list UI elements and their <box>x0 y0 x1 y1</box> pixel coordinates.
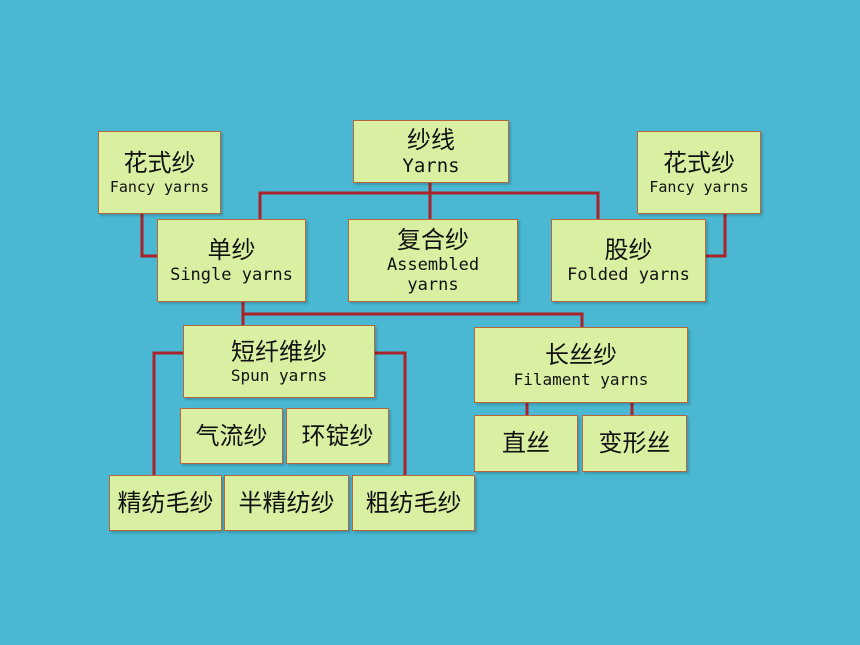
node-fancy-right: 花式纱 Fancy yarns <box>637 131 761 214</box>
node-ring-zh: 环锭纱 <box>301 421 374 450</box>
node-woolen: 粗纺毛纱 <box>352 475 475 531</box>
node-spun: 短纤维纱 Spun yarns <box>183 325 375 398</box>
node-fancy-right-en: Fancy yarns <box>649 177 749 196</box>
node-yarns-zh: 纱线 <box>407 125 455 154</box>
node-fancy-left: 花式纱 Fancy yarns <box>98 131 221 214</box>
node-filament: 长丝纱 Filament yarns <box>474 327 688 403</box>
node-fancy-left-en: Fancy yarns <box>109 177 210 196</box>
node-folded-en: Folded yarns <box>567 264 690 285</box>
node-textured-zh: 变形丝 <box>598 429 671 458</box>
node-semi-worsted: 半精纺纱 <box>224 475 349 531</box>
node-worsted: 精纺毛纱 <box>109 475 222 531</box>
connector-fancy-right <box>706 214 727 258</box>
node-folded-zh: 股纱 <box>604 235 653 264</box>
node-fancy-right-zh: 花式纱 <box>663 149 735 178</box>
node-ring: 环锭纱 <box>286 408 389 464</box>
node-yarns-en: Yarns <box>402 154 460 177</box>
node-yarns: 纱线 Yarns <box>353 120 509 183</box>
node-single-zh: 单纱 <box>207 235 256 264</box>
node-filament-zh: 长丝纱 <box>545 341 617 369</box>
node-filament-en: Filament yarns <box>513 369 649 389</box>
node-spun-en: Spun yarns <box>230 366 328 386</box>
node-straight-zh: 直丝 <box>502 429 550 458</box>
node-air-jet-zh: 气流纱 <box>195 421 268 450</box>
node-textured: 变形丝 <box>582 415 687 472</box>
node-air-jet: 气流纱 <box>180 408 283 464</box>
connector-single-bus <box>241 302 584 327</box>
node-spun-zh: 短纤维纱 <box>231 337 327 366</box>
node-folded: 股纱 Folded yarns <box>551 219 706 302</box>
node-woolen-zh: 粗纺毛纱 <box>365 488 462 517</box>
node-single: 单纱 Single yarns <box>157 219 306 302</box>
node-worsted-zh: 精纺毛纱 <box>117 488 214 517</box>
connector-spun-left <box>152 351 183 475</box>
node-assembled-en: Assembled yarns <box>386 254 480 295</box>
node-assembled-zh: 复合纱 <box>397 225 469 254</box>
connector-fancy-left <box>140 214 157 258</box>
node-assembled: 复合纱 Assembled yarns <box>348 219 518 302</box>
node-single-en: Single yarns <box>170 264 293 285</box>
connector-spun-right <box>375 351 407 475</box>
node-fancy-left-zh: 花式纱 <box>123 149 196 178</box>
node-straight: 直丝 <box>474 415 578 472</box>
node-semi-worsted-zh: 半精纺纱 <box>238 488 335 517</box>
